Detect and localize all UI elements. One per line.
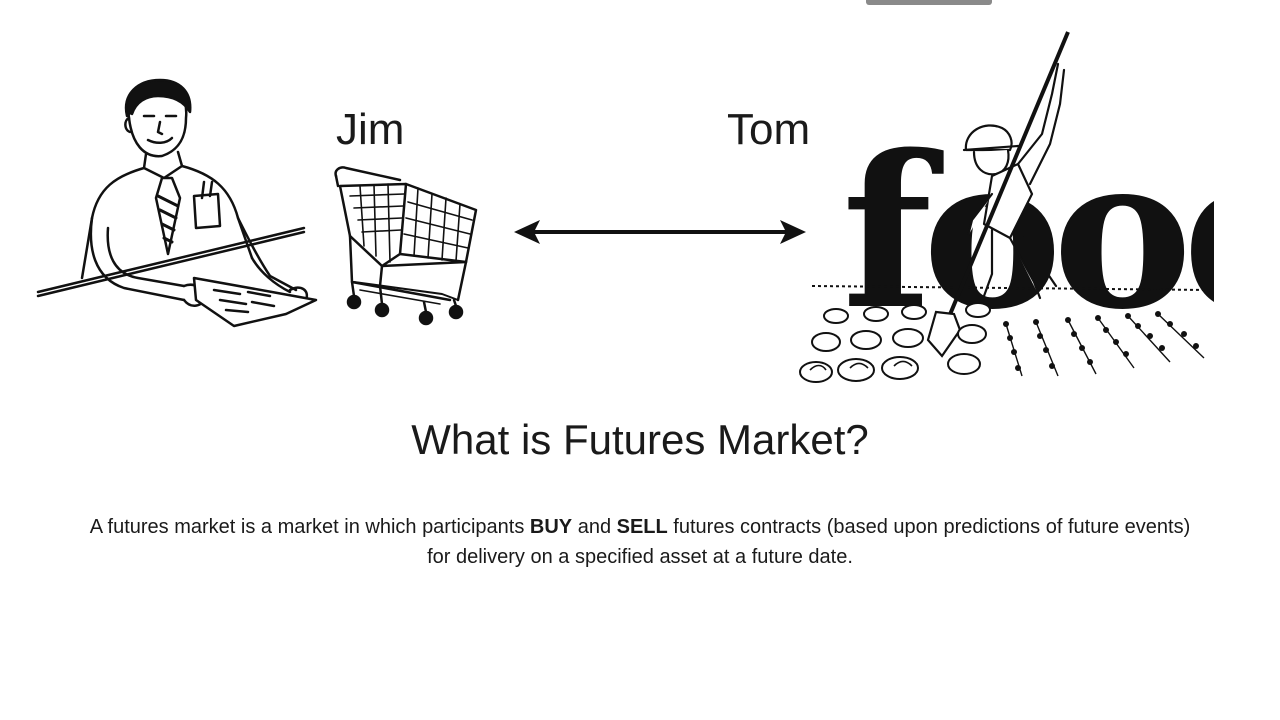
double-headed-arrow-icon — [514, 220, 806, 244]
definition-text-part3: futures contracts (based upon prediction… — [667, 516, 1191, 538]
buyer-name-label: Jim — [336, 105, 405, 154]
definition-sell-emphasis: SELL — [616, 516, 668, 538]
definition-text-part2: and — [572, 516, 617, 538]
definition-paragraph: A futures market is a market in which pa… — [20, 512, 1260, 572]
slide-top-tab — [866, 0, 992, 5]
definition-buy-emphasis: BUY — [529, 516, 573, 538]
seller-name-label: Tom — [727, 105, 811, 154]
definition-text-part1: A futures market is a market in which pa… — [89, 516, 530, 538]
slide-title: What is Futures Market? — [411, 416, 869, 463]
farmer-hoeing-food-illustration: food — [799, 31, 1214, 383]
businessman-at-desk-illustration — [36, 78, 318, 328]
definition-text-line2: for delivery on a specified asset at a f… — [427, 546, 853, 568]
shopping-cart-icon — [334, 166, 478, 326]
